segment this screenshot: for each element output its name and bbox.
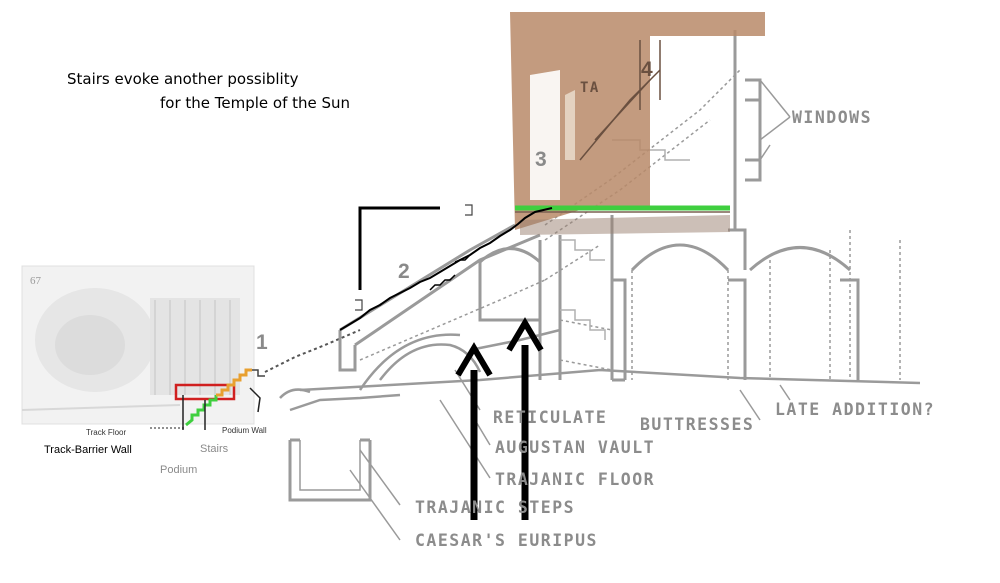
track-photo — [21, 265, 255, 425]
caption-line-2: for the Temple of the Sun — [160, 94, 351, 112]
caption-line-1: Stairs evoke another possiblity — [67, 70, 299, 88]
bracket-line — [358, 206, 440, 290]
label-podium: Podium — [160, 464, 198, 476]
level-number-4: 4 — [641, 58, 653, 81]
label-reticulate: RETICULATE — [493, 408, 608, 427]
label-ta: TA — [580, 80, 600, 96]
stair-steps — [429, 254, 471, 291]
sketch-number: 67 — [30, 275, 41, 287]
level-number-3: 3 — [535, 148, 547, 171]
label-stairs: Stairs — [200, 443, 229, 455]
label-augustan-vault: AUGUSTAN VAULT — [495, 438, 656, 457]
label-trajanic-floor: TRAJANIC FLOOR — [495, 470, 656, 489]
label-windows: WINDOWS — [792, 108, 873, 127]
label-track-barrier-wall: Track-Barrier Wall — [44, 444, 132, 456]
label-buttresses: BUTTRESSES — [640, 415, 755, 434]
stairs-overlay — [150, 368, 265, 430]
proposed-stair-line — [339, 207, 553, 331]
level-number-2: 2 — [398, 260, 410, 283]
label-caesars-euripus: CAESAR'S EURIPUS — [415, 531, 598, 550]
arrows — [455, 317, 544, 520]
temple-overlay — [510, 12, 765, 235]
label-late-addition: LATE ADDITION? — [775, 400, 936, 419]
level-number-1: 1 — [256, 331, 268, 354]
label-track-floor: Track Floor — [86, 428, 127, 437]
label-podium-wall: Podium Wall — [222, 426, 267, 435]
label-trajanic-steps: TRAJANIC STEPS — [415, 498, 576, 517]
